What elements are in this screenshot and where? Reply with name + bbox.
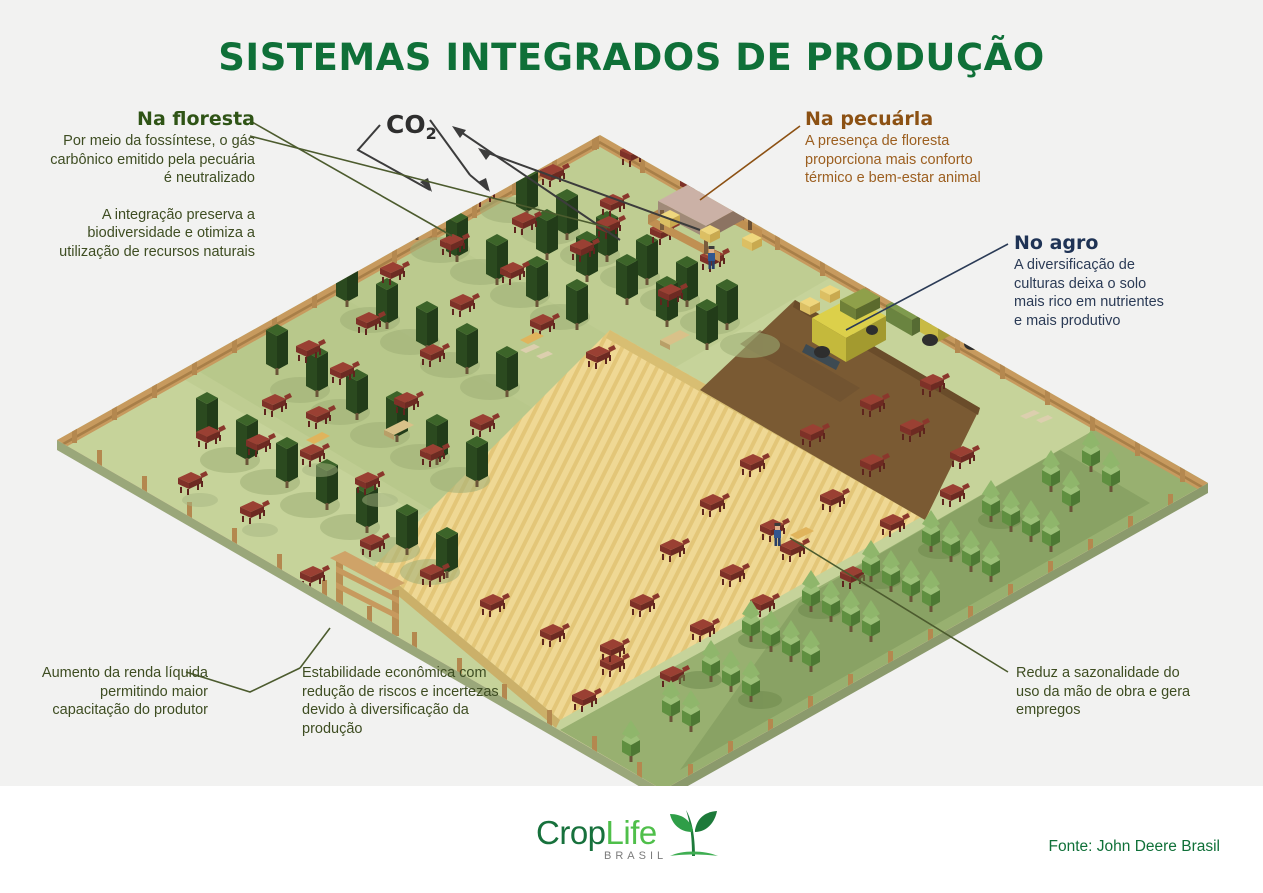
annotation-forest: Na floresta Por meio da fossíntese, o gá…	[40, 108, 255, 261]
annotation-livestock: Na pecuárla A presença de floresta propo…	[805, 108, 1005, 188]
annotation-agro-p1: A diversificação de culturas deixa o sol…	[1014, 257, 1164, 329]
annotation-income: Aumento da renda líquida permitindo maio…	[38, 664, 208, 720]
page-title: SISTEMAS INTEGRADOS DE PRODUÇÃO	[218, 36, 1045, 79]
cattle-herd-left	[178, 143, 770, 677]
annotation-seasonality-body: Reduz a sazonalidade do uso da mão de ob…	[1016, 664, 1206, 720]
annotation-income-body: Aumento da renda líquida permitindo maio…	[38, 664, 208, 720]
tractor-wagon-second[interactable]	[962, 304, 1018, 350]
co2-text: CO	[386, 110, 426, 139]
annotation-livestock-heading: Na pecuárla	[805, 108, 934, 130]
co2-arrowheads	[420, 126, 492, 192]
farm-gate	[330, 551, 405, 636]
annotation-forest-body: Por meio da fossíntese, o gás carbônico …	[40, 132, 255, 261]
logo-wordmark: CropLife	[536, 814, 657, 852]
annotation-agro: No agro A diversificação de culturas dei…	[1014, 232, 1164, 330]
sprout-icon	[670, 810, 718, 856]
annotation-forest-p2: A integração preserva a biodiversidade e…	[59, 206, 255, 260]
croplife-logo: CropLife BRASIL	[536, 800, 726, 870]
annotation-seasonality-p1: Reduz a sazonalidade do uso da mão de ob…	[1016, 665, 1191, 718]
annotation-seasonality: Reduz a sazonalidade do uso da mão de ob…	[1016, 664, 1206, 720]
fence-posts-southwest	[97, 450, 642, 790]
source-text: Fonte: John Deere Brasil	[1048, 838, 1220, 855]
annotation-livestock-p1: A presença de floresta proporciona mais …	[805, 133, 981, 186]
annotation-forest-p1: Por meio da fossíntese, o gás carbônico …	[50, 133, 255, 186]
logo-crop-text: Crop	[536, 814, 606, 851]
combine-harvester[interactable]	[802, 288, 886, 370]
logo-life-text: Life	[605, 814, 658, 851]
annotation-livestock-body: A presença de floresta proporciona mais …	[805, 132, 1005, 188]
co2-label: CO2	[386, 110, 437, 143]
annotation-stability: Estabilidade econômica com redução de ri…	[302, 664, 532, 738]
pine-forest	[622, 430, 1120, 762]
annotation-stability-p1: Estabilidade econômica com redução de ri…	[302, 665, 499, 737]
annotation-leader-lines	[185, 121, 1009, 693]
annotation-stability-body: Estabilidade econômica com redução de ri…	[302, 664, 532, 738]
annotation-forest-heading: Na floresta	[137, 108, 255, 130]
annotation-agro-body: A diversificação de culturas deixa o sol…	[1014, 256, 1164, 330]
annotation-income-p1: Aumento da renda líquida permitindo maio…	[41, 665, 208, 718]
co2-subscript: 2	[425, 124, 437, 143]
isometric-farm-scene	[57, 119, 1208, 800]
logo-brasil-text: BRASIL	[604, 850, 668, 862]
footer: CropLife BRASIL Fonte: John Deere Brasil	[0, 786, 1263, 893]
annotation-agro-heading: No agro	[1014, 232, 1099, 254]
